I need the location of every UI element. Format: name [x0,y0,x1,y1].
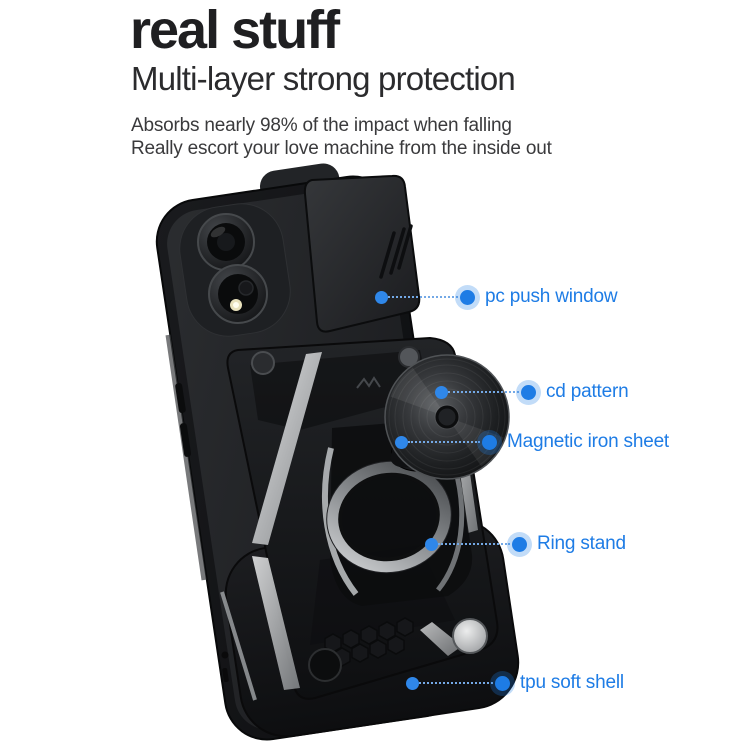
page-subtitle: Multi-layer strong protection [131,60,516,97]
anchor-dot-icon [406,676,419,690]
description-line-2: Really escort your love machine from the… [131,138,552,159]
port-slot [222,667,229,683]
callout-dotted-line [388,296,458,298]
bracket-right [436,467,465,592]
camera-lens-1 [197,213,255,271]
product-description: Absorbs nearly 98% of the impact when fa… [131,114,552,160]
screw-dark [308,648,342,682]
callout-dotted-line [448,391,519,393]
anchor-dot-icon [435,385,448,399]
volume-button [175,383,186,413]
silver-accent-left [252,352,322,545]
plate-hole-right [398,346,420,368]
power-button [179,423,192,457]
camera-lens-2 [208,264,268,324]
cd-disc [384,354,510,480]
screw-silver [452,618,488,654]
callout-ring-stand: Ring stand [425,532,626,556]
callout-magnetic-iron-sheet: Magnetic iron sheet [395,430,669,454]
brand-mark [356,376,381,389]
callout-label: Magnetic iron sheet [507,431,670,452]
marker-dot-icon [521,384,536,400]
callout-tpu-soft-shell: tpu soft shell [406,671,624,695]
anchor-dot-icon [425,537,438,551]
mic-hole [221,651,229,659]
marker-dot-icon [482,434,497,450]
description-line-1: Absorbs nearly 98% of the impact when fa… [131,115,512,136]
slide-camera-cover [303,174,421,333]
anchor-dot-icon [395,435,408,449]
plate-hole-left [251,351,275,375]
page-title: real stuff [130,0,340,60]
callout-dotted-line [408,441,480,443]
phone-side-rail [165,334,207,581]
cd-disc-assembly [384,354,510,480]
anchor-dot-icon [375,290,388,304]
marker-dot-icon [460,289,475,305]
marker-dot-icon [512,536,527,552]
callout-label: tpu soft shell [520,672,624,693]
callout-label: cd pattern [546,381,629,402]
metal-ring [326,460,452,574]
callout-label: Ring stand [537,533,626,554]
callout-label: pc push window [485,286,618,307]
marker-dot-icon [495,675,510,691]
callout-cd-pattern: cd pattern [435,380,629,404]
cover-grip-lines [379,224,413,279]
callout-dotted-line [438,543,510,545]
callout-pc-push-window: pc push window [375,285,618,309]
callout-dotted-line [419,682,493,684]
